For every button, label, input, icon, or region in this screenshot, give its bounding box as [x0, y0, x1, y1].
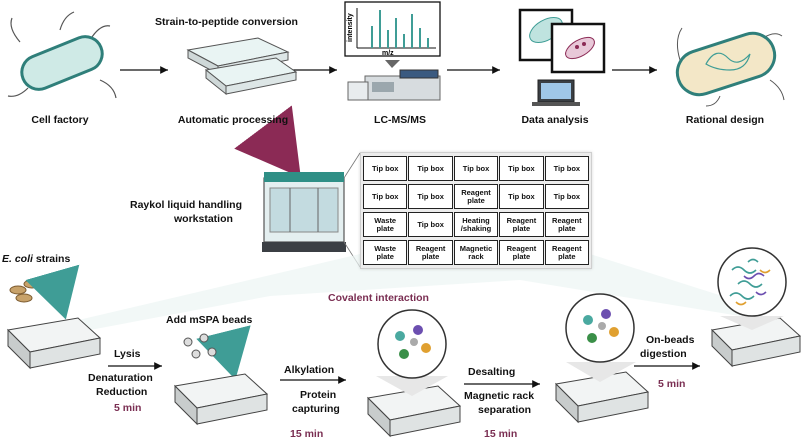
- peptides-zoom: [717, 247, 787, 330]
- deck-cell: Reagent plate: [499, 212, 544, 237]
- plate-stack-icon: [186, 37, 298, 96]
- deck-cell: Tip box: [408, 212, 453, 237]
- deck-cell: Heating /shaking: [453, 212, 499, 237]
- ms-y-label: intensity: [347, 13, 354, 42]
- step-rational-design: Rational design: [685, 114, 765, 126]
- plate-2: [173, 373, 269, 426]
- deck-cell: Waste plate: [363, 240, 408, 265]
- deck-cell: Tip box: [544, 156, 590, 181]
- protein-label: Protein: [300, 389, 337, 401]
- to-workstation-arrow: [234, 105, 301, 178]
- time-2: 15 min: [290, 428, 324, 440]
- step-cell-factory: Cell factory: [31, 114, 89, 126]
- deck-cell: Reagent plate: [499, 240, 544, 265]
- deck-cell: Magnetic rack: [453, 240, 499, 265]
- deck-cell: Reagent plate: [544, 212, 590, 237]
- time-4: 5 min: [658, 378, 686, 390]
- lysis-label: Lysis: [114, 348, 141, 360]
- mspa-beads-icon: [183, 333, 217, 359]
- step-lcmsms: LC-MS/MS: [374, 114, 426, 126]
- plate-1: [6, 317, 102, 370]
- deck-cell: Reagent plate: [408, 240, 453, 265]
- strains-arrow: [25, 264, 80, 320]
- deck-cell: Tip box: [363, 156, 408, 181]
- mass-spectrometer-icon: [347, 69, 441, 101]
- workstation-label-2: workstation: [174, 213, 233, 225]
- liquid-handler-icon: [262, 152, 361, 268]
- ecoli-cells-icon: [9, 279, 41, 303]
- beads-arrow: [196, 325, 251, 380]
- alkylation-label: Alkylation: [284, 364, 335, 376]
- onbeads-label: On-beads: [646, 334, 695, 346]
- deck-cell: Tip box: [544, 184, 590, 209]
- deck-cell: Tip box: [363, 184, 408, 209]
- time-3: 15 min: [484, 428, 518, 440]
- deck-cell: Reagent plate: [544, 240, 590, 265]
- step-data-analysis: Data analysis: [521, 114, 589, 126]
- add-beads-label: Add mSPA beads: [166, 314, 253, 326]
- step-automatic-processing: Automatic processing: [177, 114, 289, 126]
- digestion-label: digestion: [640, 348, 687, 360]
- deck-cell: Tip box: [408, 184, 453, 209]
- plate-4: [554, 371, 650, 424]
- deck-cell: Reagent plate: [453, 184, 499, 209]
- deck-cell: Tip box: [499, 156, 544, 181]
- bacterium-icon: [7, 11, 117, 99]
- plate-5: [710, 317, 802, 368]
- desalting-label: Desalting: [468, 366, 516, 378]
- ms-x-label: m/z: [382, 50, 394, 57]
- deck-cell: Tip box: [408, 156, 453, 181]
- denaturation-label: Denaturation: [88, 372, 153, 384]
- magnetic-rack-label: Magnetic rack: [464, 390, 535, 402]
- time-1: 5 min: [114, 402, 142, 414]
- desalting-zoom: [565, 293, 636, 382]
- ecoli-strains-label: E. coli strains: [2, 253, 71, 265]
- capturing-label: capturing: [292, 403, 340, 415]
- ms-spectrum-icon: [344, 1, 441, 68]
- deck-cell: Tip box: [499, 184, 544, 209]
- designed-bacterium-icon: [675, 27, 785, 107]
- workstation-label-1: Raykol liquid handling: [130, 199, 243, 211]
- workflow-band: [70, 254, 760, 330]
- reduction-label: Reduction: [96, 386, 148, 398]
- covalent-interaction-label: Covalent interaction: [328, 292, 429, 304]
- data-analysis-icon: [518, 8, 606, 106]
- conversion-header: Strain-to-peptide conversion: [155, 16, 298, 28]
- deck-cell: Tip box: [453, 156, 499, 181]
- separation-label: separation: [478, 404, 532, 416]
- protein-capture-zoom: [376, 309, 448, 396]
- deck-cell: Waste plate: [363, 212, 408, 237]
